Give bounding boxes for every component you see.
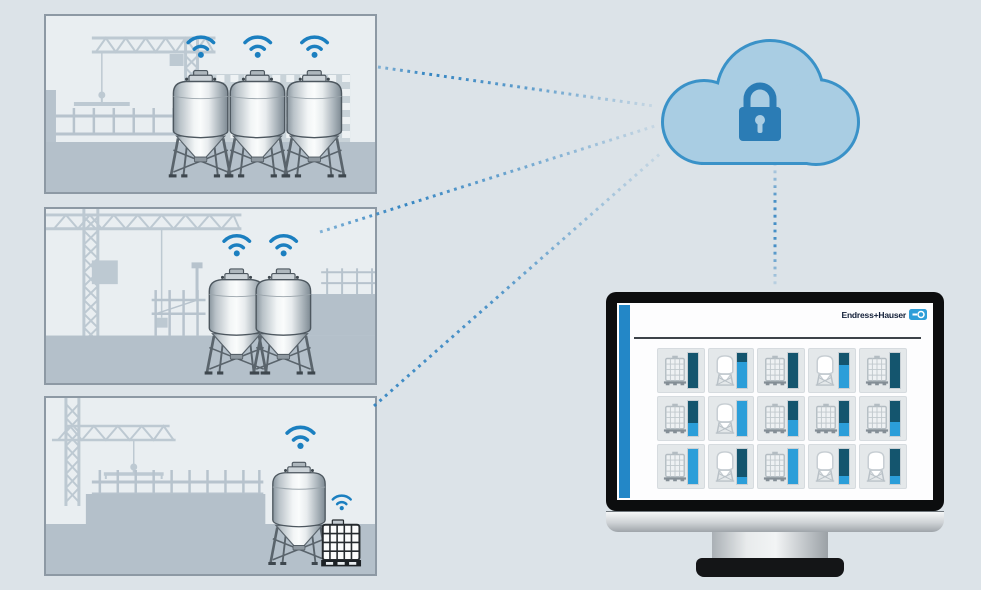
- dashboard-tile-9: [808, 396, 856, 441]
- dashboard-tile-8: [757, 396, 805, 441]
- wifi-icon: [300, 35, 330, 60]
- dotted-line-site1-cloud: [377, 65, 655, 108]
- monitor-base: [696, 558, 844, 577]
- wifi-icon: [269, 234, 299, 259]
- crane-icon: [46, 209, 242, 358]
- level-bar: [687, 448, 699, 485]
- ibc-icon: [663, 450, 687, 483]
- level-bar: [787, 448, 799, 485]
- dashboard-tile-10: [859, 396, 907, 441]
- ibc-container: [320, 518, 363, 568]
- dashboard-tile-13: [757, 444, 805, 489]
- wifi-icon: [243, 35, 273, 60]
- brand-logo: Endress+Hauser: [841, 309, 927, 321]
- ibc-icon: [763, 354, 787, 387]
- dashboard-tile-15: [859, 444, 907, 489]
- dashboard-tile-7: [708, 396, 754, 441]
- site-3-scene: [46, 398, 375, 574]
- wifi-icon: [222, 234, 252, 259]
- ibc-icon: [814, 402, 838, 435]
- level-bar: [889, 400, 901, 437]
- dashboard-tile-14: [808, 444, 856, 489]
- dashboard-tile-6: [657, 396, 705, 441]
- dashboard-tile-3: [757, 348, 805, 393]
- site-1-scene: [46, 35, 375, 192]
- site-2-scene: [46, 209, 375, 383]
- dashboard-tile-2: [708, 348, 754, 393]
- crane-hook: [98, 91, 106, 99]
- scaffolding-silhouette: [91, 470, 264, 496]
- dashboard-tile-4: [808, 348, 856, 393]
- ibc-icon: [865, 402, 889, 435]
- site-panel-3: [44, 396, 377, 576]
- level-bar: [736, 352, 748, 389]
- level-bar: [687, 400, 699, 437]
- crane-hook: [130, 463, 138, 471]
- site-panel-1: [44, 14, 377, 194]
- ground: [46, 524, 375, 574]
- ibc-icon: [663, 402, 687, 435]
- site-panel-2: [44, 207, 377, 385]
- level-bar: [687, 352, 699, 389]
- level-bar: [838, 448, 850, 485]
- wifi-icon: [331, 494, 352, 512]
- monitor-chin: [606, 511, 944, 532]
- brand-name: Endress+Hauser: [841, 310, 906, 320]
- silo-icon: [714, 402, 736, 435]
- padlock-icon: [739, 82, 781, 141]
- level-bar: [889, 448, 901, 485]
- level-bar: [787, 400, 799, 437]
- silo-icon: [814, 450, 836, 483]
- screen-accent-stripe: [619, 305, 630, 498]
- silo-icon: [814, 354, 836, 387]
- level-bar: [736, 400, 748, 437]
- crane-icon: [51, 398, 176, 506]
- silo-icon: [714, 354, 736, 387]
- dashboard-tile-1: [657, 348, 705, 393]
- silo-icon: [714, 450, 736, 483]
- dashboard-tile-12: [708, 444, 754, 489]
- ibc-icon: [865, 354, 889, 387]
- monitor-screen: Endress+Hauser: [617, 303, 933, 500]
- building-silhouette: [85, 494, 266, 526]
- dashboard-tile-11: [657, 444, 705, 489]
- brand-logo-mark-icon: [909, 309, 927, 320]
- secure-cloud: [661, 39, 860, 166]
- wifi-icon: [285, 425, 316, 451]
- ibc-icon: [763, 450, 787, 483]
- ibc-icon: [663, 354, 687, 387]
- level-bar: [838, 352, 850, 389]
- dashboard-tile-5: [859, 348, 907, 393]
- level-bar: [736, 448, 748, 485]
- silo-icon: [865, 450, 887, 483]
- level-bar: [787, 352, 799, 389]
- ibc-icon: [763, 402, 787, 435]
- level-bar: [889, 352, 901, 389]
- level-bar: [838, 400, 850, 437]
- monitor-stand: [712, 532, 828, 558]
- dashboard-grid: [657, 348, 907, 489]
- header-divider: [634, 337, 921, 339]
